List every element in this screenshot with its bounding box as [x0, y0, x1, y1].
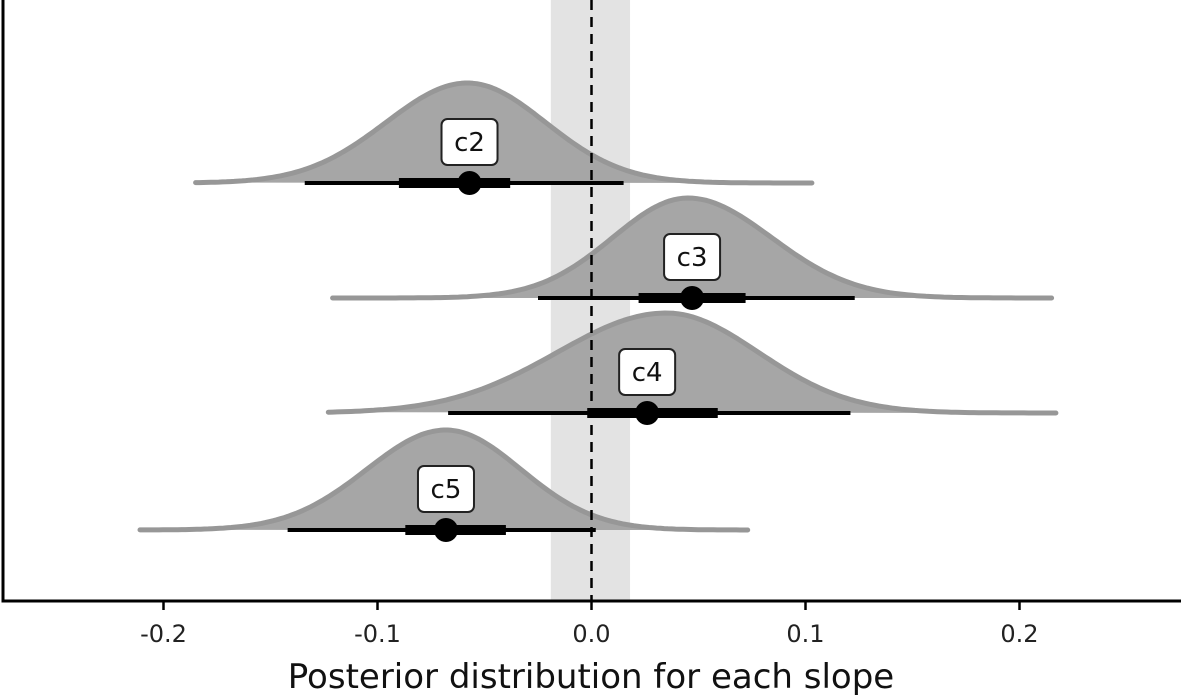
median-point-c5	[433, 518, 458, 542]
axes-layer: -0.2 -0.1 0.0 0.1 0.2	[1, 0, 1181, 648]
series-label-box-c5	[416, 465, 475, 513]
series-label-c4: c4	[632, 358, 663, 388]
series-label-layer: c2 c3 c4 c5	[416, 118, 722, 513]
x-tick-label: 0.0	[572, 620, 610, 648]
series-label-box-c4	[618, 348, 677, 396]
density-c4	[325, 310, 1059, 416]
x-tick-label: -0.1	[354, 620, 401, 648]
x-tick-label: -0.2	[140, 620, 187, 648]
series-label-box-c3	[663, 233, 722, 281]
series-label-box-c2	[440, 118, 499, 166]
series-label-c5: c5	[431, 475, 462, 505]
median-point-c4	[635, 401, 660, 425]
median-point-c2	[457, 171, 482, 195]
series-label-c2: c2	[454, 128, 485, 158]
series-label-c3: c3	[677, 243, 708, 273]
median-point-c3	[680, 286, 705, 310]
x-tick-label: 0.2	[1000, 620, 1038, 648]
interval-layer	[287, 171, 855, 542]
density-c2	[193, 80, 815, 186]
x-tick-label: 0.1	[786, 620, 824, 648]
x-axis-title: Posterior distribution for each slope	[288, 657, 894, 697]
